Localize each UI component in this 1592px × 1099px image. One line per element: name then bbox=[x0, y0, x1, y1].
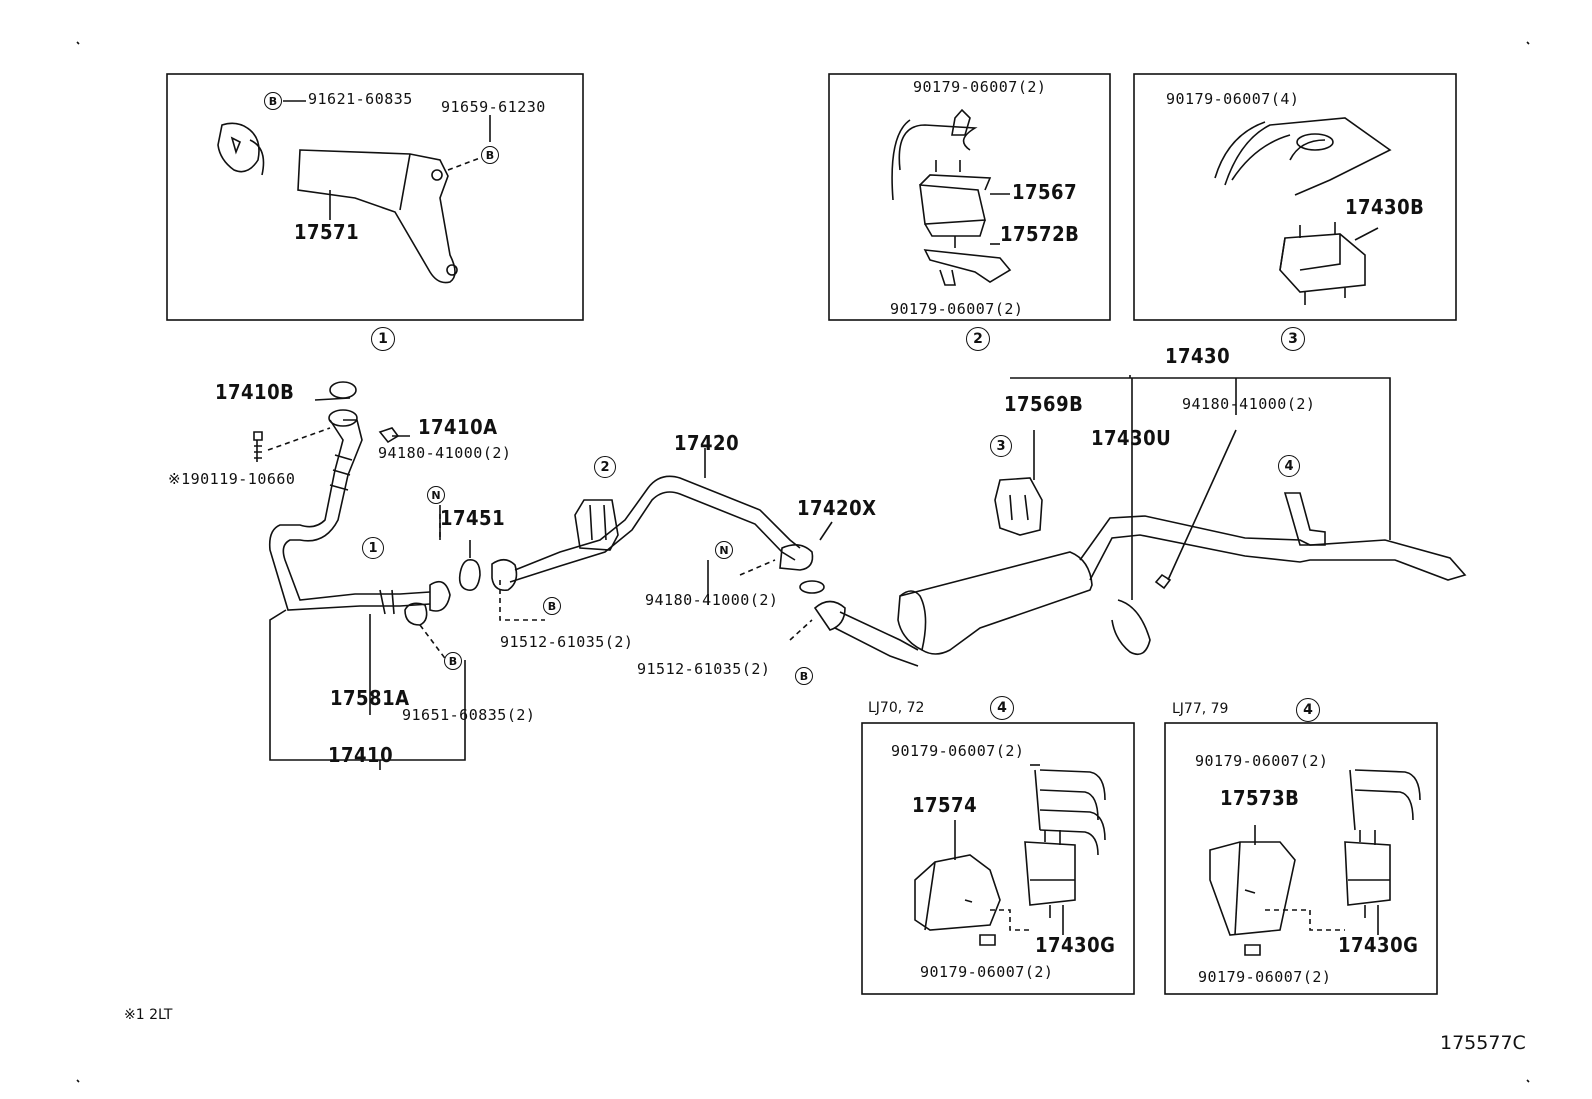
part-91512-61035[interactable]: 91512-61035(2) bbox=[500, 633, 634, 651]
part-17569B[interactable]: 17569B bbox=[1004, 392, 1084, 416]
part-17420[interactable]: 17420 bbox=[674, 431, 740, 455]
part-90179-06007[interactable]: 90179-06007(2) bbox=[920, 963, 1054, 981]
leader-dashed bbox=[789, 619, 813, 641]
part-94180-41000[interactable]: 94180-41000(2) bbox=[645, 591, 779, 609]
variant-label-lj77-79: LJ77, 79 bbox=[1172, 701, 1229, 717]
leader bbox=[1167, 429, 1237, 581]
part-94180-41000[interactable]: 94180-41000(2) bbox=[1182, 395, 1316, 413]
inset-4b-frame bbox=[1164, 722, 1438, 995]
bolt-90119 bbox=[253, 431, 263, 462]
part-17573B[interactable]: 17573B bbox=[1220, 786, 1300, 810]
callout-3: 3 bbox=[990, 435, 1012, 457]
variant-label-lj70-72: LJ70, 72 bbox=[868, 700, 925, 716]
bolt-marker-b: B bbox=[795, 667, 813, 685]
part-17430G[interactable]: 17430G bbox=[1338, 933, 1419, 957]
mount-17573B-drawing bbox=[1209, 769, 1421, 956]
bolt-marker-b: B bbox=[543, 597, 561, 615]
leader-dashed bbox=[447, 157, 481, 171]
view-callout-4: 4 bbox=[990, 696, 1014, 720]
part-17572B[interactable]: 17572B bbox=[1000, 222, 1080, 246]
inset-1-frame bbox=[166, 73, 584, 321]
view-callout-3: 3 bbox=[1281, 327, 1305, 351]
part-90179-06007[interactable]: 90179-06007(2) bbox=[913, 78, 1047, 96]
part-17410[interactable]: 17410 bbox=[328, 743, 394, 767]
bolt-marker-b: B bbox=[481, 146, 499, 164]
part-17574[interactable]: 17574 bbox=[912, 793, 978, 817]
muffler-tailpipe-17430-drawing bbox=[813, 477, 1467, 667]
part-17430B[interactable]: 17430B bbox=[1345, 195, 1425, 219]
leader-dashed bbox=[267, 427, 331, 451]
leader bbox=[269, 609, 466, 761]
part-90179-06007[interactable]: 90179-06007(2) bbox=[1198, 968, 1332, 986]
inset-2-frame bbox=[828, 73, 1111, 321]
leader bbox=[314, 397, 351, 401]
part-91651-60835[interactable]: 91651-60835(2) bbox=[402, 706, 536, 724]
bracket-17571-drawing bbox=[217, 122, 458, 284]
part-90179-06007[interactable]: 90179-06007(2) bbox=[890, 300, 1024, 318]
nut-17410A bbox=[378, 427, 400, 444]
part-91659-61230[interactable]: 91659-61230 bbox=[441, 98, 546, 116]
leader bbox=[819, 521, 833, 541]
nut-marker-n: N bbox=[715, 541, 733, 559]
mount-17574-drawing bbox=[914, 769, 1106, 946]
bolt-marker-b: B bbox=[444, 652, 462, 670]
part-90179-06007[interactable]: 90179-06007(2) bbox=[1195, 752, 1329, 770]
leader-dashed bbox=[739, 559, 776, 576]
part-17430G[interactable]: 17430G bbox=[1035, 933, 1116, 957]
part-17571[interactable]: 17571 bbox=[294, 220, 360, 244]
callout-4: 4 bbox=[1278, 455, 1300, 477]
gasket-17420X bbox=[799, 580, 825, 594]
corner-mark bbox=[76, 41, 1530, 1083]
leader bbox=[1354, 227, 1379, 241]
part-17410B[interactable]: 17410B bbox=[215, 380, 295, 404]
leader bbox=[1010, 377, 1391, 540]
callout-1: 1 bbox=[362, 537, 384, 559]
inset-3-frame bbox=[1133, 73, 1457, 321]
view-callout-4: 4 bbox=[1296, 698, 1320, 722]
leader-dashed bbox=[1265, 909, 1345, 931]
part-94180-41000[interactable]: 94180-41000(2) bbox=[378, 444, 512, 462]
leader-dashed bbox=[499, 580, 545, 621]
mount-17567-drawing bbox=[891, 108, 1012, 286]
view-callout-2: 2 bbox=[966, 327, 990, 351]
front-pipe-17410-drawing bbox=[268, 381, 451, 626]
part-90119-10660[interactable]: ※190119-10660 bbox=[168, 470, 296, 488]
part-91512-61035[interactable]: 91512-61035(2) bbox=[637, 660, 771, 678]
leader-dashed bbox=[990, 909, 1030, 931]
gasket-17451 bbox=[458, 558, 481, 592]
inset-4a-frame bbox=[861, 722, 1135, 995]
part-17410A[interactable]: 17410A bbox=[418, 415, 498, 439]
mount-17430B-drawing bbox=[1214, 117, 1392, 305]
part-90179-06007[interactable]: 90179-06007(4) bbox=[1166, 90, 1300, 108]
bolt-marker-b: B bbox=[264, 92, 282, 110]
view-callout-1: 1 bbox=[371, 327, 395, 351]
part-91621-60835[interactable]: 91621-60835 bbox=[308, 90, 413, 108]
footnote: ※1 2LT bbox=[124, 1007, 173, 1023]
part-17581A[interactable]: 17581A bbox=[330, 686, 410, 710]
nut-marker-n: N bbox=[427, 486, 445, 504]
part-17567[interactable]: 17567 bbox=[1012, 180, 1078, 204]
part-17420X[interactable]: 17420X bbox=[797, 496, 877, 520]
part-17451[interactable]: 17451 bbox=[440, 506, 506, 530]
callout-2: 2 bbox=[594, 456, 616, 478]
part-90179-06007[interactable]: 90179-06007(2) bbox=[891, 742, 1025, 760]
part-17430[interactable]: 17430 bbox=[1165, 344, 1231, 368]
center-pipe-17420-drawing bbox=[491, 475, 814, 592]
diagram-id: 175577C bbox=[1440, 1032, 1526, 1054]
part-17430U[interactable]: 17430U bbox=[1091, 426, 1172, 450]
